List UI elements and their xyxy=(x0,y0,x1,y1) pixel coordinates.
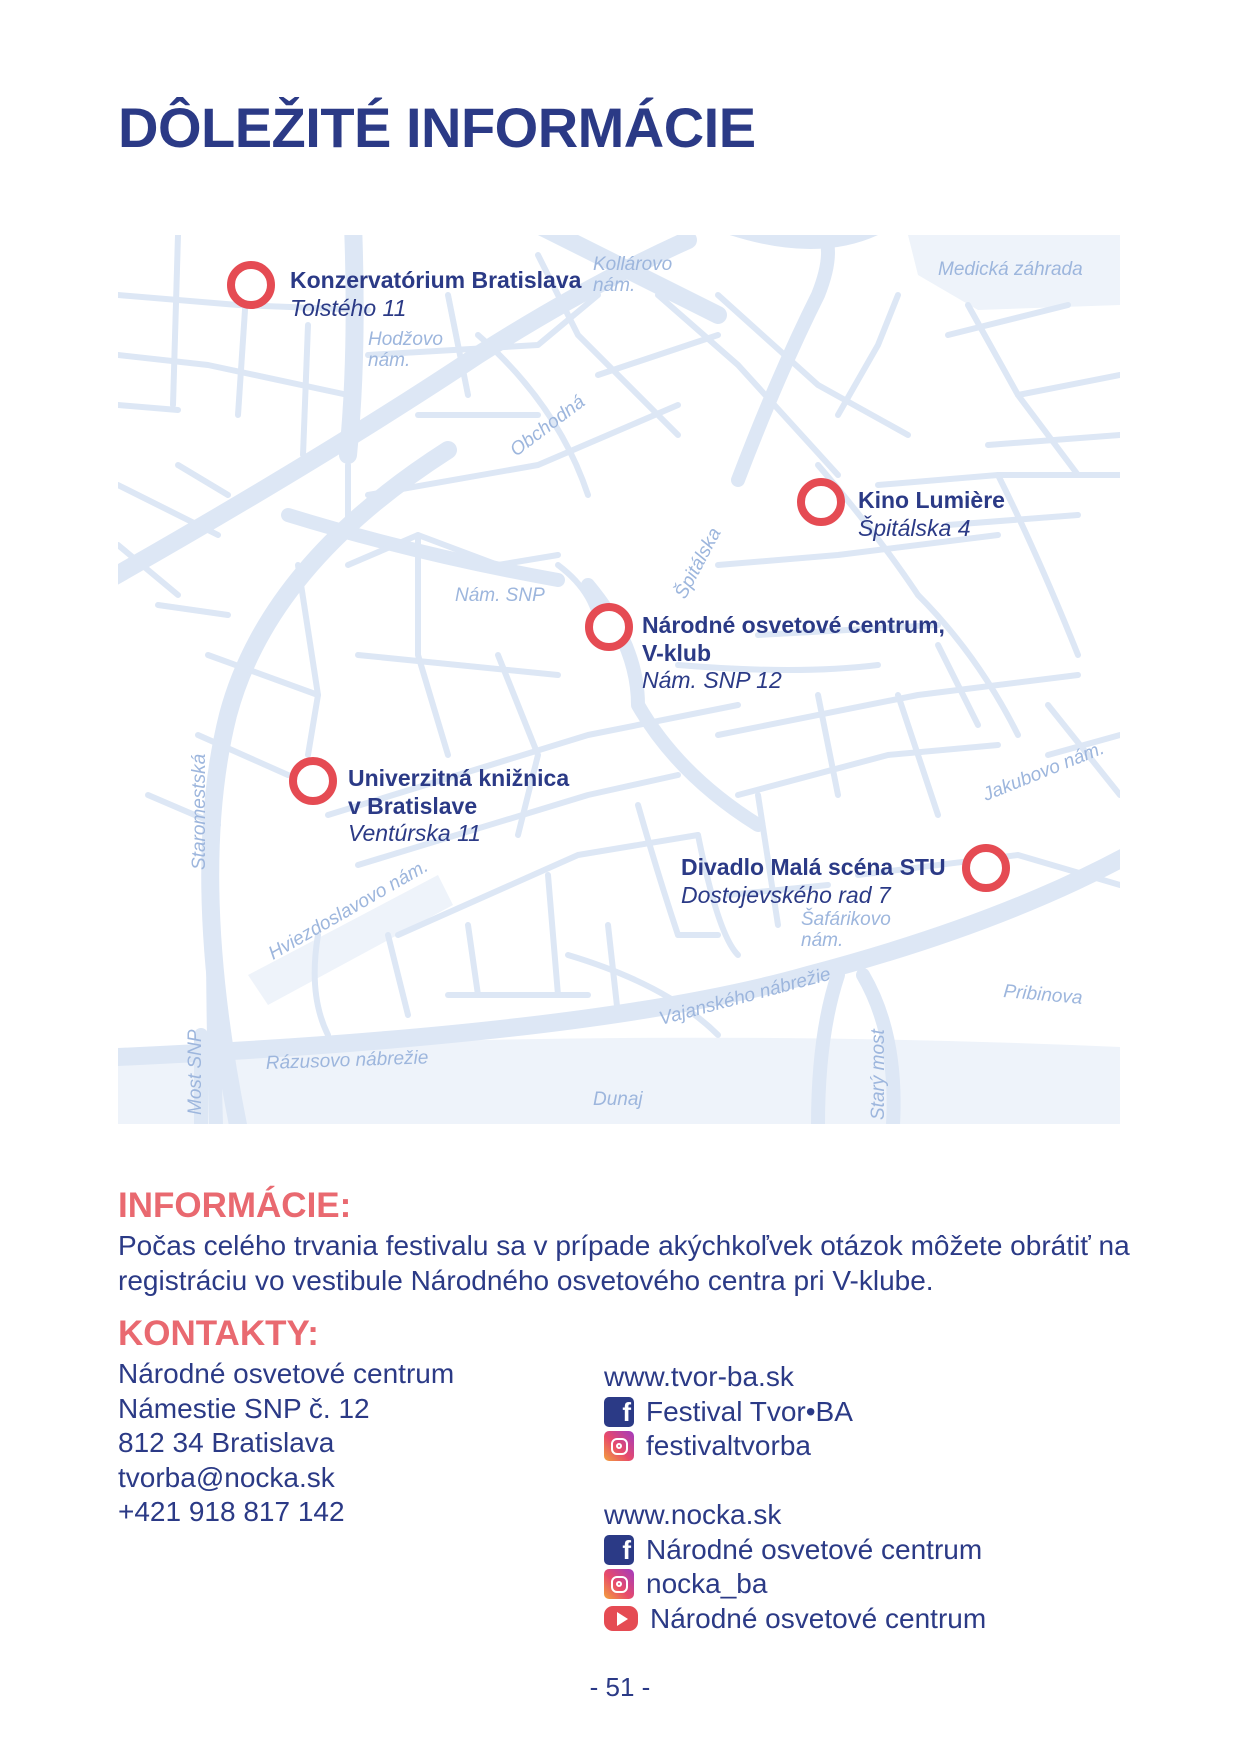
contact-email[interactable]: tvorba@nocka.sk xyxy=(118,1461,335,1493)
instagram-link-nocka[interactable]: nocka_ba xyxy=(604,1567,986,1602)
instagram-text: nocka_ba xyxy=(646,1568,768,1599)
venue-address: Ventúrska 11 xyxy=(348,820,481,847)
venue-kino-lumiere[interactable]: Kino Lumière Špitálska 4 xyxy=(858,487,1005,542)
venue-address: Dostojevského rad 7 xyxy=(681,881,891,908)
facebook-text: Festival Tvor•BA xyxy=(646,1395,853,1427)
instagram-text: festivaltvorba xyxy=(646,1430,811,1461)
location-pin-icon[interactable] xyxy=(227,261,275,309)
venue-name-line2: v Bratislave xyxy=(348,792,478,819)
website-link-tvorba[interactable]: www.tvor-ba.sk xyxy=(604,1360,986,1395)
venue-name-line2: V-klub xyxy=(642,639,712,666)
label-staromestska: Staromestská xyxy=(189,754,210,870)
contact-address: Národné osvetové centrum Námestie SNP č.… xyxy=(118,1357,454,1530)
label-medicka: Medická záhrada xyxy=(938,259,1083,280)
youtube-text: Národné osvetové centrum xyxy=(650,1602,987,1634)
label-hodzovo-1: Hodžovo xyxy=(368,329,443,350)
venue-name: Konzervatórium Bratislava xyxy=(290,267,582,293)
facebook-text: Národné osvetové centrum xyxy=(646,1533,983,1565)
instagram-icon xyxy=(604,1431,634,1462)
label-kollarovo-1: Kollárovo xyxy=(593,254,672,275)
facebook-link-nocka[interactable]: f Národné osvetové centrum xyxy=(604,1533,986,1568)
facebook-link-tvorba[interactable]: f Festival Tvor•BA xyxy=(604,1395,986,1430)
info-heading: INFORMÁCIE: xyxy=(118,1186,352,1225)
spacer xyxy=(604,1464,986,1499)
label-nam-snp: Nám. SNP xyxy=(455,585,545,606)
label-most-snp: Most SNP xyxy=(185,1029,206,1115)
contacts-heading: KONTAKTY: xyxy=(118,1314,319,1353)
contact-phone[interactable]: +421 918 817 142 xyxy=(118,1496,345,1527)
map-streets: Kollárovo nám. Medická záhrada Hodžovo n… xyxy=(118,235,1120,1124)
location-pin-icon[interactable] xyxy=(962,844,1010,892)
city-map: Kollárovo nám. Medická záhrada Hodžovo n… xyxy=(118,235,1120,1124)
location-pin-icon[interactable] xyxy=(289,757,337,805)
page-number: - 51 - xyxy=(589,1672,651,1702)
venue-divadlo-mala-scena[interactable]: Divadlo Malá scéna STU Dostojevského rad… xyxy=(681,854,946,909)
facebook-icon: f xyxy=(604,1534,634,1565)
contact-online: www.tvor-ba.sk f Festival Tvor•BA festiv… xyxy=(604,1360,986,1636)
venue-name: Národné osvetové centrum, xyxy=(642,612,945,638)
facebook-icon: f xyxy=(604,1396,634,1427)
venue-name: Univerzitná knižnica xyxy=(348,765,570,791)
venue-narodne-osvetove-centrum[interactable]: Národné osvetové centrum, V-klub Nám. SN… xyxy=(642,612,945,695)
instagram-link-tvorba[interactable]: festivaltvorba xyxy=(604,1429,986,1464)
venue-address: Tolstého 11 xyxy=(290,294,407,321)
venue-address: Špitálska 4 xyxy=(858,514,971,541)
page-title: DÔLEŽITÉ INFORMÁCIE xyxy=(118,96,756,159)
label-safarikovo-1: Šafárikovo xyxy=(801,908,891,930)
website-text: www.tvor-ba.sk xyxy=(604,1361,794,1392)
contact-org: Národné osvetové centrum xyxy=(118,1358,455,1389)
label-stary-most: Starý most xyxy=(868,1028,889,1120)
venue-name: Divadlo Malá scéna STU xyxy=(681,854,946,880)
location-pin-icon[interactable] xyxy=(585,603,633,651)
youtube-icon xyxy=(604,1606,638,1632)
youtube-link-nocka[interactable]: Národné osvetové centrum xyxy=(604,1602,986,1637)
label-pribinova: Pribinova xyxy=(1003,981,1084,1009)
website-text: www.nocka.sk xyxy=(604,1499,782,1530)
info-text: Počas celého trvania festivalu sa v príp… xyxy=(118,1230,1130,1296)
contact-street: Námestie SNP č. 12 xyxy=(118,1392,370,1424)
location-pin-icon[interactable] xyxy=(797,478,845,526)
venue-address: Nám. SNP 12 xyxy=(642,667,782,694)
venue-konzervatorium[interactable]: Konzervatórium Bratislava Tolstého 11 xyxy=(290,267,581,322)
venue-name: Kino Lumière xyxy=(858,487,1005,513)
label-safarikovo-2: nám. xyxy=(801,930,843,951)
contact-city: 812 34 Bratislava xyxy=(118,1427,335,1458)
website-link-nocka[interactable]: www.nocka.sk xyxy=(604,1498,986,1533)
label-jakubovo: Jakubovo nám. xyxy=(979,738,1107,806)
venue-univerzitna-kniznica[interactable]: Univerzitná knižnica v Bratislave Ventúr… xyxy=(348,765,569,848)
instagram-icon xyxy=(604,1569,634,1600)
label-dunaj: Dunaj xyxy=(593,1089,643,1110)
label-hodzovo-2: nám. xyxy=(368,350,410,371)
label-kollarovo-2: nám. xyxy=(593,275,635,296)
